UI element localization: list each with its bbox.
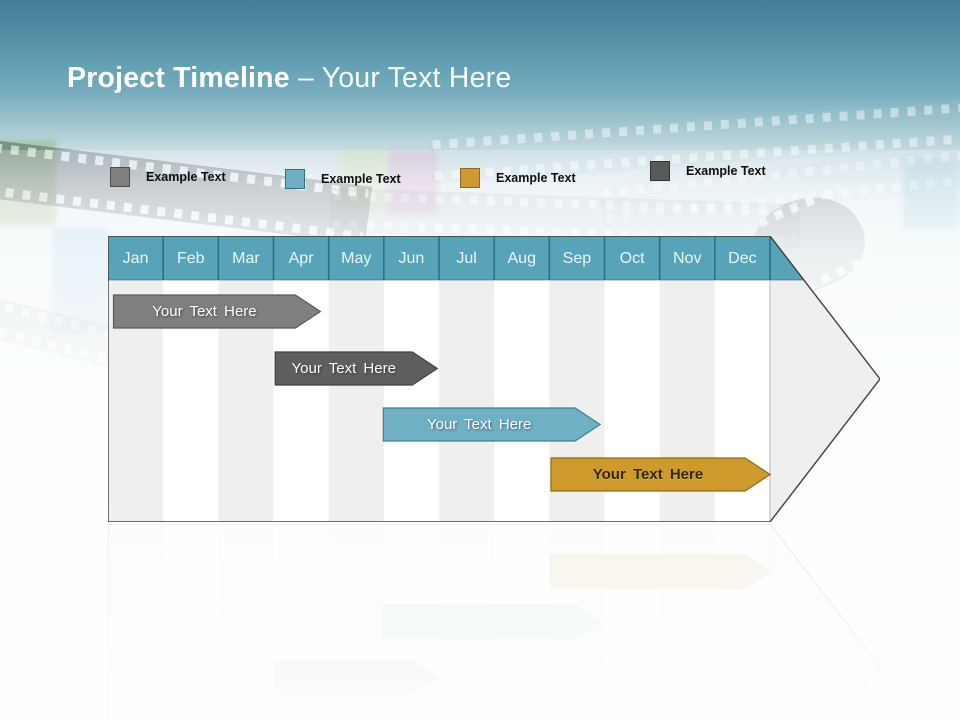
month-column-stripe	[273, 524, 329, 720]
legend-swatch-darkgray	[650, 161, 670, 181]
gantt-bar	[274, 660, 439, 695]
month-column-stripe	[383, 524, 439, 720]
legend-item-gray: Example Text	[110, 167, 226, 187]
legend-swatch-orange	[460, 168, 480, 188]
month-column-stripe	[604, 524, 660, 720]
gantt-bar	[550, 457, 772, 492]
gantt-bar	[382, 604, 602, 639]
gantt-bar	[274, 351, 439, 386]
gantt-bar	[112, 294, 322, 329]
month-header-band	[108, 236, 804, 280]
gantt-bar	[382, 407, 602, 442]
month-column-stripe	[163, 236, 219, 522]
legend-label: Example Text	[321, 172, 401, 186]
arrow-body	[108, 524, 880, 720]
arrow-outline	[107, 523, 881, 720]
slide-title-subtitle: – Your Text Here	[297, 62, 512, 94]
slide-title-main: Project Timeline	[67, 62, 290, 94]
legend-swatch-gray	[110, 167, 130, 187]
legend-label: Example Text	[686, 164, 766, 178]
chart-reflection	[107, 523, 881, 720]
slide-title: Project Timeline – Your Text Here	[67, 62, 511, 95]
timeline-arrow-graphic	[108, 236, 880, 522]
legend-label: Example Text	[146, 170, 226, 184]
month-column-stripe	[494, 236, 550, 522]
gantt-bar	[550, 554, 772, 589]
month-column-stripe	[494, 524, 550, 720]
legend-label: Example Text	[496, 171, 576, 185]
legend-swatch-teal	[285, 169, 305, 189]
chart-reflection-graphic	[107, 523, 881, 720]
legend-item-darkgray: Example Text	[650, 161, 766, 181]
month-column-stripe	[714, 524, 770, 720]
legend-item-teal: Example Text	[285, 169, 401, 189]
arrow-outline	[108, 236, 880, 522]
legend-item-orange: Example Text	[460, 168, 576, 188]
month-column-stripe	[163, 524, 219, 720]
